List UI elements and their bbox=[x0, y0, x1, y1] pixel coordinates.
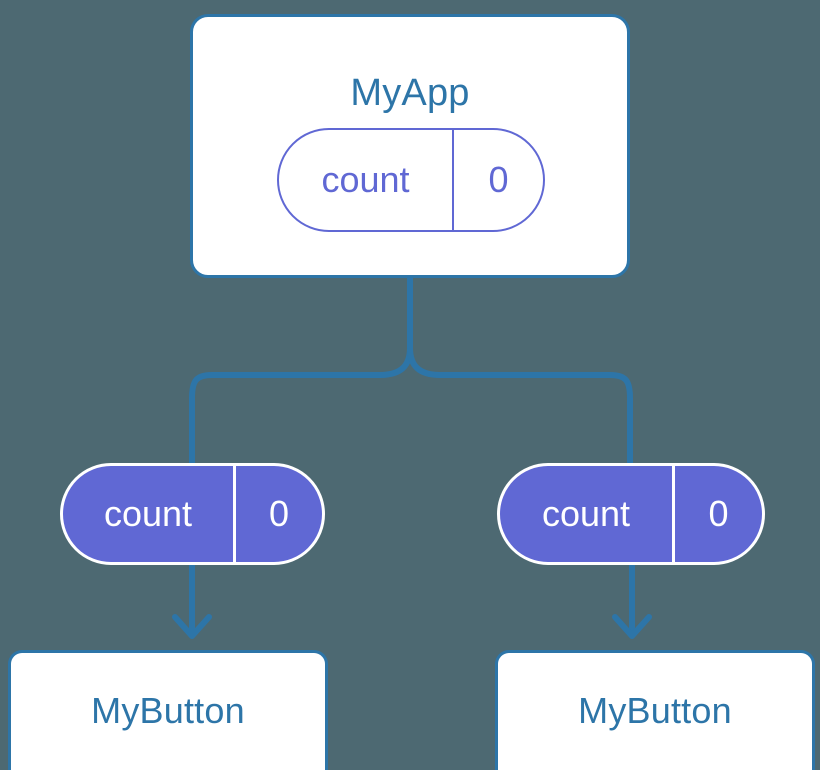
state-pill-child-right-key: count bbox=[500, 466, 675, 562]
state-pill-child-left-key: count bbox=[63, 466, 236, 562]
state-pill-child-left-value: 0 bbox=[268, 493, 290, 534]
state-pill-myapp-key: count bbox=[279, 130, 454, 230]
state-pill-myapp-value: 0 bbox=[488, 159, 509, 200]
component-myapp[interactable]: MyApp bbox=[190, 14, 630, 278]
connector-branch-right bbox=[609, 372, 633, 466]
component-myapp-title: MyApp bbox=[350, 72, 470, 114]
state-pill-child-right-value: 0 bbox=[708, 493, 729, 534]
connector-branch-left bbox=[189, 372, 213, 466]
component-mybutton-right[interactable]: MyButton bbox=[495, 650, 815, 770]
connector-split-left bbox=[212, 347, 413, 378]
component-mybutton-left[interactable]: MyButton bbox=[8, 650, 328, 770]
state-pill-myapp[interactable]: count 0 bbox=[277, 128, 545, 232]
connector-split-right bbox=[407, 347, 610, 378]
state-pill-child-right[interactable]: count 0 bbox=[497, 463, 765, 565]
arrow-head-left-icon bbox=[172, 614, 212, 639]
state-pill-child-left[interactable]: count 0 bbox=[60, 463, 325, 565]
component-mybutton-right-title: MyButton bbox=[578, 690, 732, 731]
component-mybutton-left-title: MyButton bbox=[91, 690, 245, 731]
arrow-head-right-icon bbox=[612, 614, 652, 639]
